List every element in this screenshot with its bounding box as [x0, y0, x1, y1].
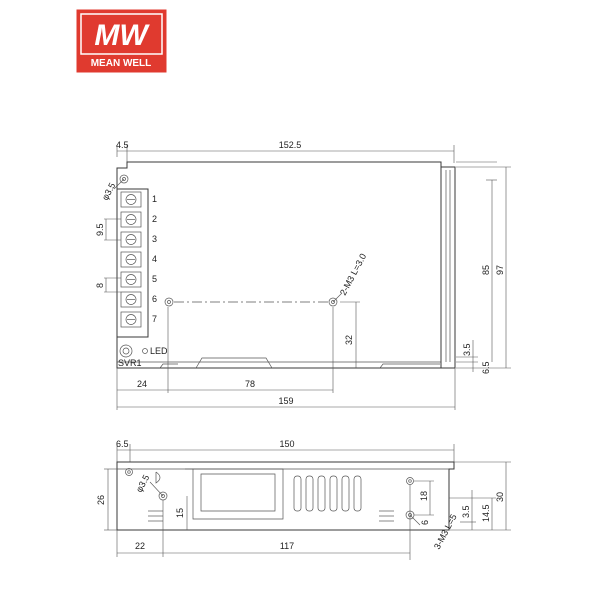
terminal-4: 4	[152, 254, 157, 264]
terminal-strip	[120, 191, 142, 328]
svr-label: SVR1	[118, 358, 142, 368]
terminal-1: 1	[152, 194, 157, 204]
top-view: 4.5 152.5 1 2 3 4 5 6 7	[95, 140, 511, 410]
dim-top-mount-holes: 2-M3 L=3.0	[338, 252, 368, 297]
dim-side-right-small: 3.5	[461, 505, 471, 518]
dim-bottom-step: 6.5	[481, 361, 491, 374]
dim-pin-width: 8	[95, 283, 105, 288]
terminal-5: 5	[152, 274, 157, 284]
dim-side-hole-offset: 6	[420, 520, 430, 525]
dim-side-width: 150	[279, 439, 294, 449]
dim-side-right-sub: 14.5	[481, 504, 491, 522]
dim-inner-height: 85	[481, 265, 491, 275]
logo-mark: MW	[94, 19, 150, 52]
dim-side-right-height: 30	[495, 492, 505, 502]
led-label: LED	[150, 346, 168, 356]
dim-top-hole-dia: φ3.5	[100, 181, 117, 202]
dim-left-spacing: 24	[137, 379, 147, 389]
dim-top-offset: 4.5	[116, 140, 129, 150]
dim-pin-pitch: 9.5	[95, 223, 105, 236]
logo-brand: MEAN WELL	[91, 58, 152, 69]
dim-right-step: 3.5	[462, 343, 472, 356]
terminal-6: 6	[152, 294, 157, 304]
dim-total-width: 159	[278, 396, 293, 406]
dim-side-hole-spacing-h: 117	[280, 541, 294, 551]
terminal-2: 2	[152, 214, 157, 224]
dim-outer-height: 97	[495, 265, 505, 275]
dim-side-mount-holes: 3-M3 L=5	[432, 512, 459, 550]
dim-hole-height: 32	[344, 335, 354, 345]
terminal-3: 3	[152, 234, 157, 244]
dim-side-height-outer: 26	[96, 495, 106, 505]
dim-slot-height: 15	[175, 508, 185, 518]
terminal-7: 7	[152, 314, 157, 324]
dim-side-offset: 6.5	[116, 439, 129, 449]
meanwell-logo-icon: MW MEAN WELL	[76, 9, 167, 73]
dim-side-left-spacing: 22	[135, 541, 145, 551]
dim-side-hole-dia: φ3.5	[134, 473, 151, 494]
dim-side-hole-spacing-v: 18	[419, 491, 429, 501]
side-view: 6.5 150 φ3.5 15	[96, 439, 511, 560]
dim-hole-spacing: 78	[245, 379, 255, 389]
dim-top-width: 152.5	[279, 140, 302, 150]
